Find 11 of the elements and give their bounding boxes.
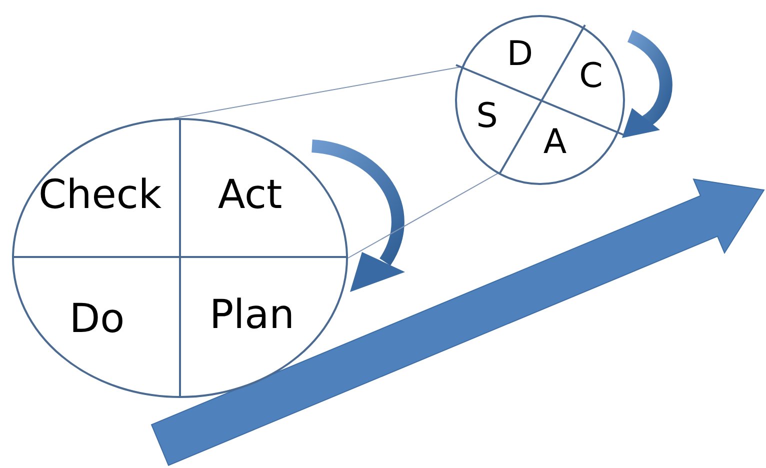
cycle-circle xyxy=(455,15,625,185)
quadrant-label: Do xyxy=(42,294,152,344)
quadrant-label: S xyxy=(467,95,507,137)
quadrant-label: D xyxy=(500,33,540,75)
quadrant-label: Check xyxy=(20,170,180,220)
leader-line xyxy=(348,173,498,258)
quadrant-label: C xyxy=(571,55,611,97)
quadrant-label: Plan xyxy=(192,290,312,340)
cycle-circle xyxy=(12,118,348,398)
quadrant-label: A xyxy=(535,121,575,163)
quadrant-label: Act xyxy=(190,170,310,220)
